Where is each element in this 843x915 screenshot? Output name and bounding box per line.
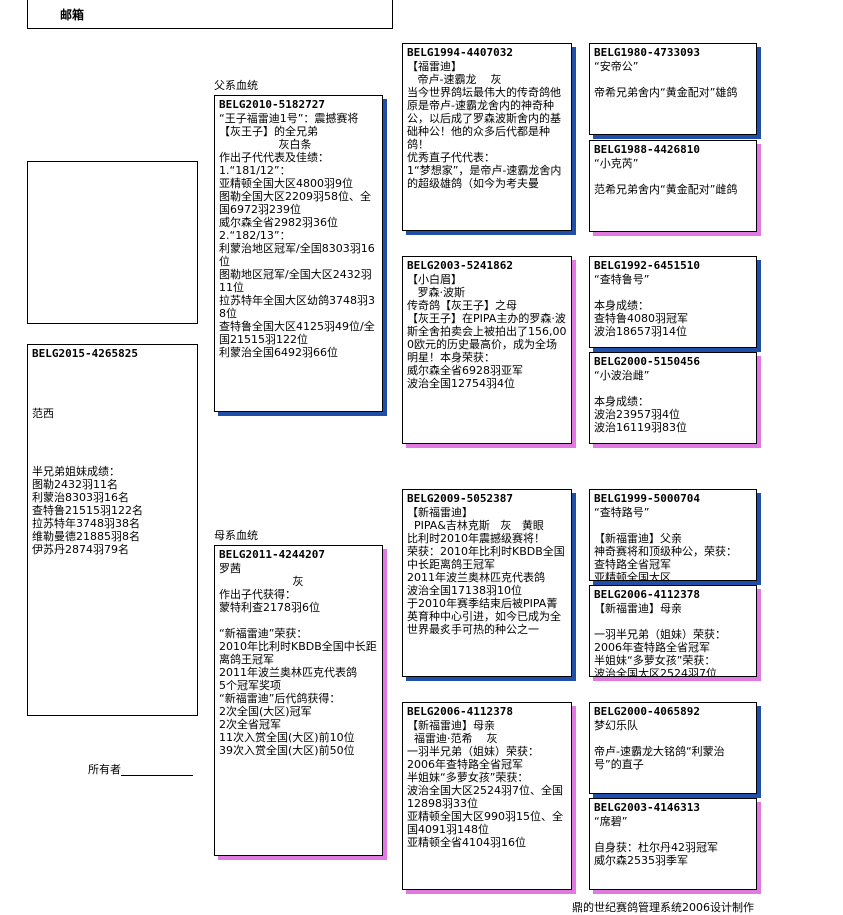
subject-box: BELG2015-4265825 范西 半兄弟姐妹成绩： 图勒2432羽11名 … xyxy=(27,344,198,716)
mff-text: “查特路号” 【新福雷迪】父亲 神奇赛将和顶级种公，荣获： 查特路全省冠军 亚精… xyxy=(594,506,737,581)
mf-id: BELG2009-5052387 xyxy=(407,492,513,505)
fm-id: BELG2003-5241862 xyxy=(407,259,513,272)
father-box: BELG2010-5182727 “王子福雷迪1号”：震撼赛将【灰王子】的全兄弟… xyxy=(214,95,383,412)
fff-id: BELG1980-4733093 xyxy=(594,46,700,59)
owner-label: 所有者 xyxy=(88,763,121,776)
subject-text: 半兄弟姐妹成绩： 图勒2432羽11名 利蒙治8303羽16名 查特鲁21515… xyxy=(32,465,143,556)
fff-box: BELG1980-4733093 “安帝公” 帝希兄弟舍内“黄金配对”雄鸽 xyxy=(589,43,757,135)
ff-id: BELG1994-4407032 xyxy=(407,46,513,59)
mother-id: BELG2011-4244207 xyxy=(219,548,325,561)
fm-text: 【小白眉】 罗森·波斯 传奇鸽【灰王子】之母 【灰王子】在PIPA主办的罗森·波… xyxy=(407,273,567,390)
mother-box: BELG2011-4244207 罗茜 灰 作出子代获得： 蒙特利查2178羽6… xyxy=(214,545,383,856)
mm-id: BELG2006-4112378 xyxy=(407,705,513,718)
subject-name: 范西 xyxy=(32,407,54,420)
mmf-id: BELG2000-4065892 xyxy=(594,705,700,718)
mf-text: 【新福雷迪】 PIPA&吉林克斯 灰 黄眼 比利时2010年震撼级赛将！ 荣获：… xyxy=(407,506,565,636)
mf-box: BELG2009-5052387 【新福雷迪】 PIPA&吉林克斯 灰 黄眼 比… xyxy=(402,489,572,677)
mmf-box: BELG2000-4065892 梦幻乐队 帝卢-速霸龙大铭鸽“利蒙治号”的直子 xyxy=(589,702,757,794)
mff-id: BELG1999-5000704 xyxy=(594,492,700,505)
owner-underline xyxy=(121,764,193,776)
owner-field: 所有者 xyxy=(88,763,193,776)
fmf-text: “查特鲁号” 本身成绩： 查特鲁4080羽冠军 波治18657羽14位 xyxy=(594,273,688,338)
ff-text: 【福雷迪】 帝卢-速霸龙 灰 当今世界鸽坛最伟大的传奇鸽他原是帝卢-速霸龙舍内的… xyxy=(407,60,562,190)
father-text: “王子福雷迪1号”：震撼赛将【灰王子】的全兄弟 灰白条 作出子代代表及佳绩： 1… xyxy=(219,112,375,359)
mmm-box: BELG2003-4146313 “席碧” 自身获：杜尔丹42羽冠军 威尔森25… xyxy=(589,798,757,890)
mother-line-label: 母系血统 xyxy=(214,529,258,542)
header-box: 邮箱 xyxy=(27,0,393,29)
ffm-box: BELG1988-4426810 “小克芮” 范希兄弟舍内“黄金配对”雌鸽 xyxy=(589,140,757,232)
ffm-text: “小克芮” 范希兄弟舍内“黄金配对”雌鸽 xyxy=(594,157,738,196)
mm-text: 【新福雷迪】母亲 福雷迪·范希 灰 一羽半兄弟（姐妹）荣获： 2006年查特路全… xyxy=(407,719,563,849)
fmm-box: BELG2000-5150456 “小波治雌” 本身成绩： 波治23957羽4位… xyxy=(589,352,757,444)
mfm-id: BELG2006-4112378 xyxy=(594,588,700,601)
mmm-text: “席碧” 自身获：杜尔丹42羽冠军 威尔森2535羽季军 xyxy=(594,815,718,867)
fff-text: “安帝公” 帝希兄弟舍内“黄金配对”雄鸽 xyxy=(594,60,738,99)
father-id: BELG2010-5182727 xyxy=(219,98,325,111)
mmf-text: 梦幻乐队 帝卢-速霸龙大铭鸽“利蒙治号”的直子 xyxy=(594,719,725,771)
fmm-id: BELG2000-5150456 xyxy=(594,355,700,368)
ffm-id: BELG1988-4426810 xyxy=(594,143,700,156)
fm-box: BELG2003-5241862 【小白眉】 罗森·波斯 传奇鸽【灰王子】之母 … xyxy=(402,256,572,444)
ff-box: BELG1994-4407032 【福雷迪】 帝卢-速霸龙 灰 当今世界鸽坛最伟… xyxy=(402,43,572,231)
photo-box xyxy=(27,161,198,324)
subject-id: BELG2015-4265825 xyxy=(32,347,138,360)
fmf-box: BELG1992-6451510 “查特鲁号” 本身成绩： 查特鲁4080羽冠军… xyxy=(589,256,757,348)
fmm-text: “小波治雌” 本身成绩： 波治23957羽4位 波治16119羽83位 xyxy=(594,369,687,434)
footer-credit: 鼎的世纪赛鸽管理系统2006设计制作 xyxy=(572,901,754,914)
mfm-text: 【新福雷迪】母亲 一羽半兄弟（姐妹）荣获： 2006年查特路全省冠军 半姐妹“多… xyxy=(594,602,726,677)
fmf-id: BELG1992-6451510 xyxy=(594,259,700,272)
mm-box: BELG2006-4112378 【新福雷迪】母亲 福雷迪·范希 灰 一羽半兄弟… xyxy=(402,702,572,890)
email-label: 邮箱 xyxy=(60,8,85,22)
mfm-box: BELG2006-4112378 【新福雷迪】母亲 一羽半兄弟（姐妹）荣获： 2… xyxy=(589,585,757,677)
father-line-label: 父系血统 xyxy=(214,79,258,92)
mff-box: BELG1999-5000704 “查特路号” 【新福雷迪】父亲 神奇赛将和顶级… xyxy=(589,489,757,581)
mother-text: 罗茜 灰 作出子代获得： 蒙特利查2178羽6位 “新福雷迪”荣获： 2010年… xyxy=(219,562,377,757)
mmm-id: BELG2003-4146313 xyxy=(594,801,700,814)
